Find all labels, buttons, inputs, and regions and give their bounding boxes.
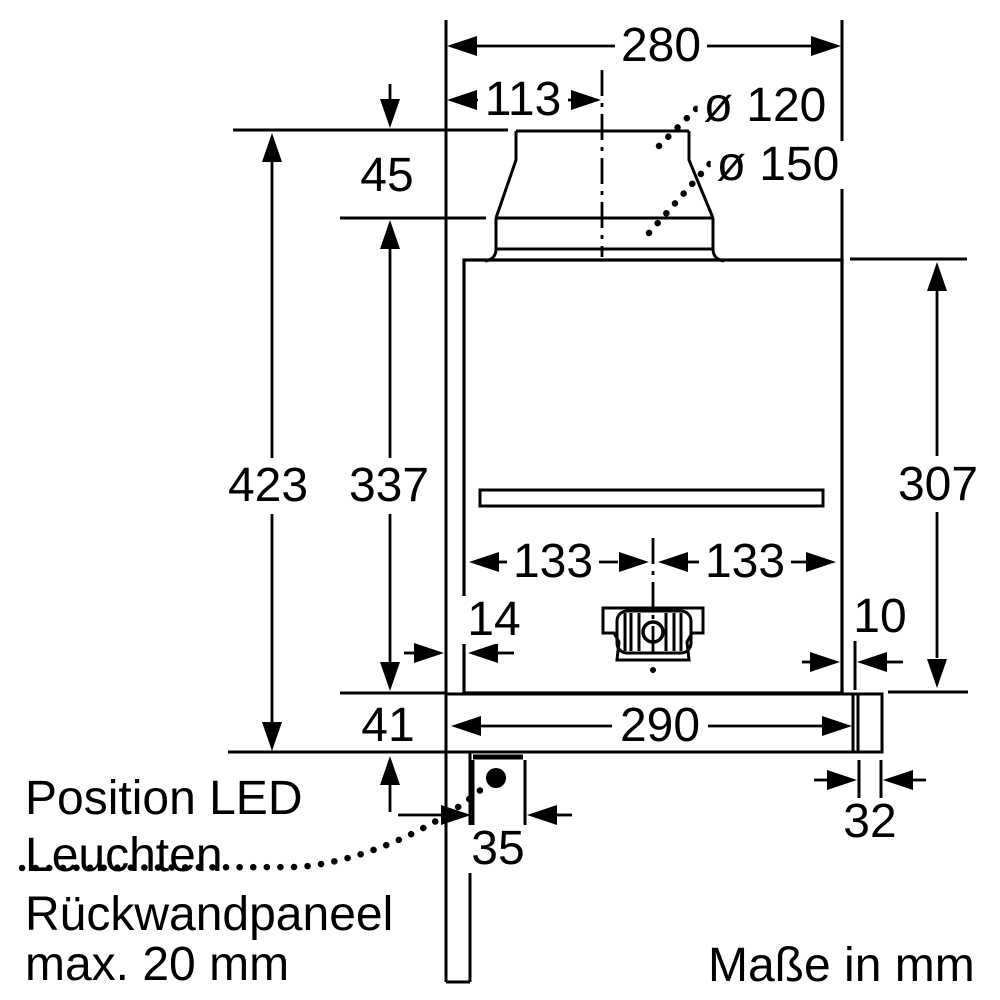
duct-adapter	[484, 129, 725, 263]
mounting-bracket	[601, 606, 705, 662]
led-position-note: Position LED Leuchten	[25, 772, 303, 882]
arrowheads	[262, 36, 947, 825]
dim-duct-offset-label: 113	[478, 76, 568, 124]
centerlines	[600, 70, 655, 660]
dim-rear-gap-label: 14	[461, 596, 527, 644]
dim-end-cap-label: 32	[837, 798, 903, 846]
back-panel-note: Rückwandpaneel max. 20 mm	[25, 888, 394, 991]
dim-side-gap-label: 10	[847, 593, 913, 641]
dim-center-right-label: 133	[698, 538, 792, 586]
dim-collar-height-label: 45	[354, 152, 420, 200]
dim-led-inset-label: 35	[465, 825, 531, 873]
dim-center-left-label: 133	[506, 538, 600, 586]
dim-overall-height-label: 423	[221, 462, 315, 510]
dim-duct-diameter-small-label: ø 120	[697, 82, 833, 130]
dim-duct-diameter-large-label: ø 150	[710, 141, 846, 189]
dim-right-height-label: 307	[891, 461, 985, 509]
led-marker	[486, 768, 506, 788]
units-note: Maße in mm	[708, 939, 975, 992]
dim-plinth-height-label: 41	[355, 702, 421, 750]
dimension-arrows	[262, 36, 947, 825]
dim-plinth-width-label: 290	[613, 702, 707, 750]
centerline-dot	[650, 667, 656, 673]
leader-dotted-lines	[18, 100, 718, 872]
filter-slot	[478, 488, 825, 508]
dim-overall-width-label: 280	[614, 22, 708, 70]
dim-body-height-label: 337	[342, 462, 436, 510]
